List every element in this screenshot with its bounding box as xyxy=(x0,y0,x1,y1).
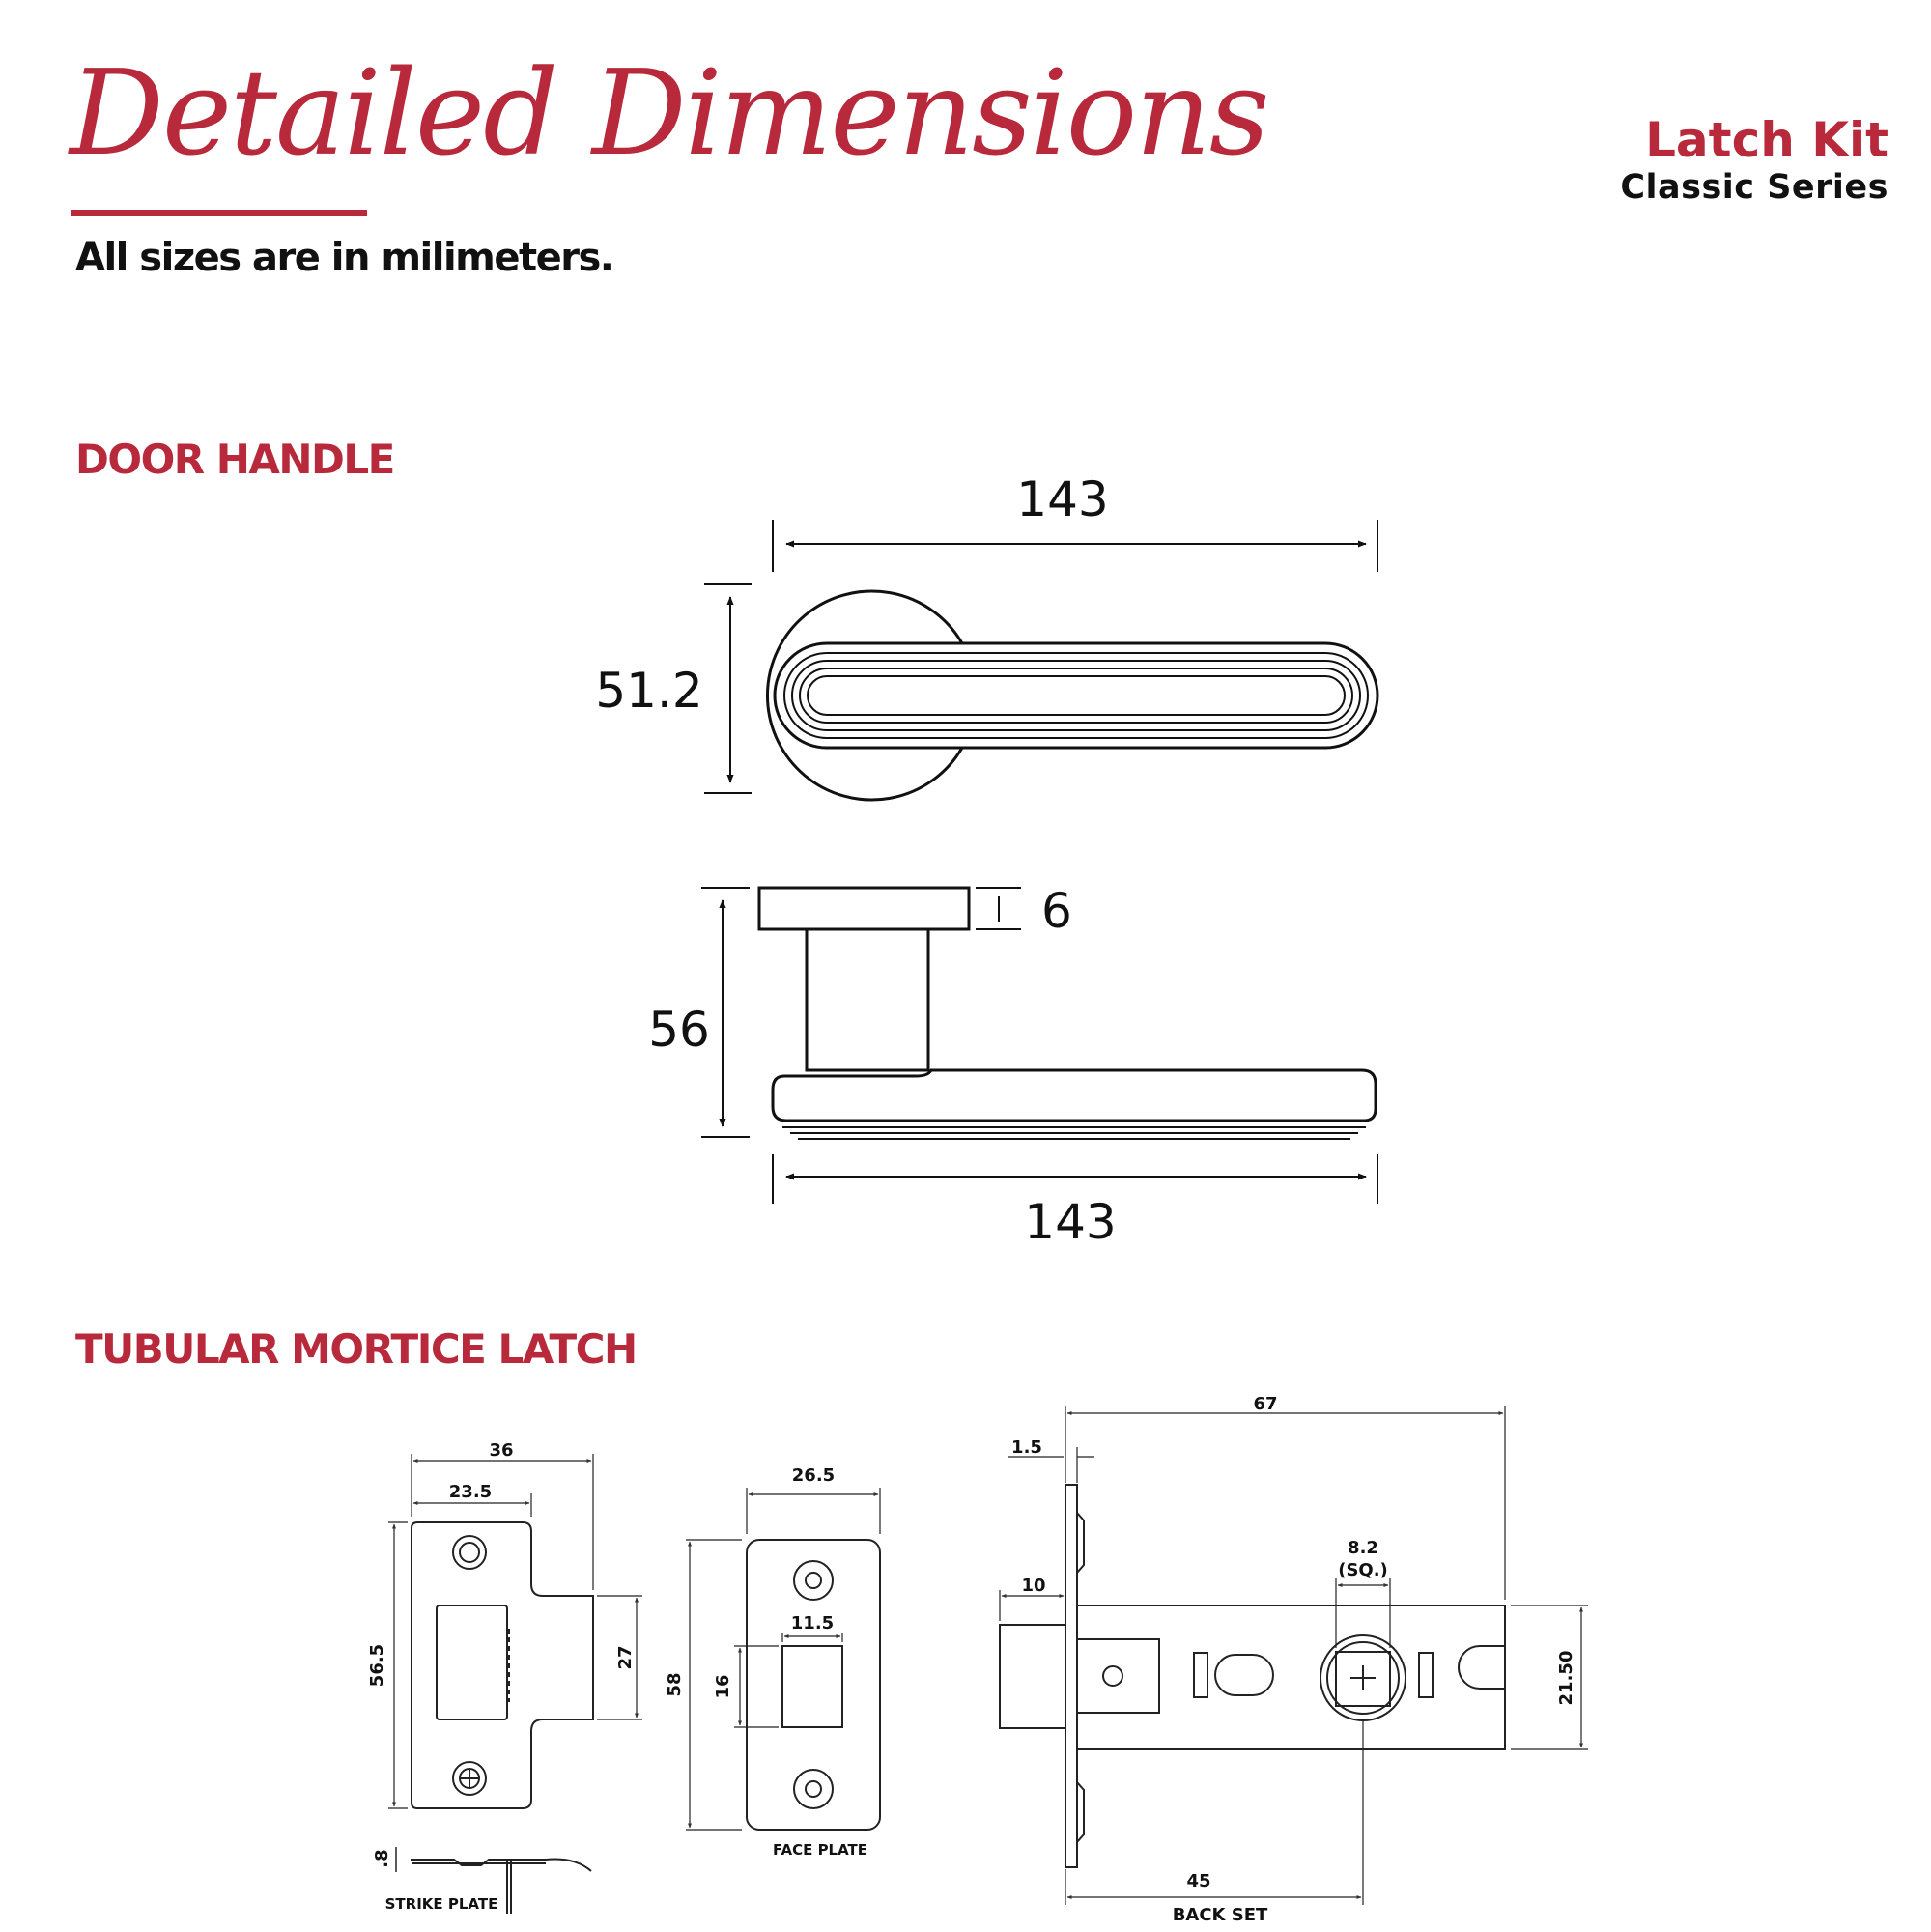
lever-groove-3 xyxy=(799,668,1353,724)
label-strike-plate: STRIKE PLATE xyxy=(385,1895,498,1913)
page-title: Detailed Dimensions xyxy=(70,44,1269,182)
latch-slot-end xyxy=(1458,1645,1505,1690)
face-plate-bolt-opening xyxy=(781,1645,843,1728)
latch-bolt xyxy=(999,1624,1066,1729)
lever-side xyxy=(771,1068,1377,1122)
dim-strike-lip-offset: 23.5 xyxy=(449,1482,492,1502)
latch-slot-1 xyxy=(1193,1652,1208,1698)
lever-outline xyxy=(773,641,1379,750)
title-underline xyxy=(71,210,367,216)
dim-latch-bolt-projection: 10 xyxy=(1021,1576,1045,1596)
handle-side-view xyxy=(701,886,1378,1204)
product-name: Latch Kit xyxy=(1645,112,1888,168)
dim-rose-thickness: 6 xyxy=(1041,883,1072,939)
strike-plate-drawing xyxy=(388,1454,642,1914)
dim-strike-thickness: .8 xyxy=(372,1849,392,1867)
strike-plate-aperture xyxy=(436,1605,508,1720)
latch-face-plate-side xyxy=(1065,1484,1078,1868)
lever-groove-1 xyxy=(783,652,1369,739)
section-heading-door-handle: DOOR HANDLE xyxy=(75,436,395,483)
units-note: All sizes are in milimeters. xyxy=(75,236,614,280)
latch-bolt-housing xyxy=(1076,1638,1160,1714)
latch-spindle-square xyxy=(1335,1651,1391,1707)
dim-face-plate-width: 26.5 xyxy=(792,1465,835,1486)
lever-groove-4 xyxy=(807,675,1346,716)
dim-latch-plate-thickness: 1.5 xyxy=(1011,1437,1042,1458)
strike-plate-profile xyxy=(411,1858,592,1872)
dim-handle-height: 51.2 xyxy=(595,663,702,719)
dim-latch-backset: 45 xyxy=(1186,1871,1210,1891)
product-series: Classic Series xyxy=(1620,168,1888,207)
face-plate-screw-bottom xyxy=(793,1769,834,1809)
label-face-plate: FACE PLATE xyxy=(773,1841,867,1859)
neck-side xyxy=(805,929,930,1072)
face-plate-screw-top xyxy=(793,1560,834,1601)
dim-latch-overall-length: 67 xyxy=(1253,1394,1277,1414)
lever-groove-2 xyxy=(791,660,1361,731)
face-plate-outline xyxy=(746,1539,881,1831)
screw-hole-top xyxy=(452,1535,487,1570)
dim-latch-spindle-size: 8.2 xyxy=(1348,1538,1378,1558)
dim-face-plate-bolt-height: 16 xyxy=(713,1674,733,1698)
latch-body-tube xyxy=(1077,1605,1506,1750)
dim-strike-width: 36 xyxy=(489,1440,513,1461)
strike-plate-outline xyxy=(411,1521,594,1809)
rose-outline xyxy=(765,589,964,802)
dim-handle-length-bottom: 143 xyxy=(1024,1194,1116,1250)
face-plate-drawing xyxy=(686,1488,881,1831)
handle-top-view xyxy=(704,520,1379,802)
dim-face-plate-bolt-width: 11.5 xyxy=(791,1613,834,1634)
screw-hole-bottom xyxy=(452,1761,487,1796)
dim-latch-spindle-note: (SQ.) xyxy=(1338,1560,1388,1580)
latch-slot-3 xyxy=(1418,1652,1434,1698)
dim-latch-body-height: 21.50 xyxy=(1556,1651,1576,1706)
dim-strike-height: 56.5 xyxy=(367,1644,387,1687)
section-heading-tubular-mortice-latch: TUBULAR MORTICE LATCH xyxy=(75,1325,638,1373)
product-block: Latch Kit Classic Series xyxy=(1620,114,1888,208)
dim-face-plate-height: 58 xyxy=(665,1672,685,1696)
label-back-set: BACK SET xyxy=(1173,1905,1268,1925)
dim-handle-length-top: 143 xyxy=(1016,471,1108,527)
latch-body-drawing xyxy=(999,1406,1588,1905)
rose-side xyxy=(757,886,971,931)
dim-strike-tongue-height: 27 xyxy=(615,1645,636,1669)
dim-handle-projection: 56 xyxy=(648,1002,710,1058)
latch-slot-2 xyxy=(1214,1654,1274,1696)
